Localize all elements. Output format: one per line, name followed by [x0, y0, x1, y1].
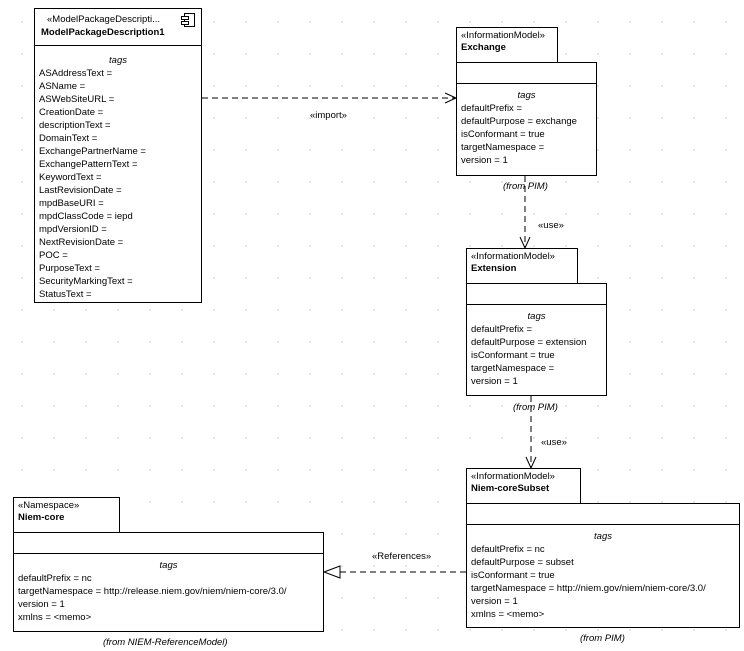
subset-tags: defaultPrefix = nc defaultPurpose = subs…: [467, 543, 739, 621]
tag-item: ASWebSiteURL =: [39, 94, 115, 105]
subset-package-body[interactable]: tags defaultPrefix = nc defaultPurpose =…: [466, 503, 740, 628]
tag-item: ExchangePartnerName =: [39, 146, 146, 157]
references-connector[interactable]: [322, 565, 466, 579]
namespace-header-compartment: [14, 533, 323, 554]
tag-item: targetNamespace =: [461, 142, 545, 153]
tag-item: isConformant = true: [461, 129, 545, 140]
tag-item: targetNamespace = http://release.niem.go…: [18, 586, 287, 597]
tag-item: defaultPrefix =: [471, 324, 532, 335]
subset-header-compartment: [467, 504, 739, 525]
tag-item: xmlns = <memo>: [471, 609, 545, 620]
component-header: «ModelPackageDescripti... ModelPackageDe…: [35, 9, 201, 46]
tag-item: defaultPurpose = subset: [471, 557, 574, 568]
tag-item: defaultPrefix = nc: [18, 573, 92, 584]
namespace-tags: defaultPrefix = nc targetNamespace = htt…: [14, 572, 323, 624]
tag-item: ASName =: [39, 81, 86, 92]
tag-item: descriptionText =: [39, 120, 111, 131]
use-label-2: «use»: [541, 437, 567, 448]
tag-item: defaultPrefix = nc: [471, 544, 545, 555]
subset-package-tab[interactable]: «InformationModel» Niem-coreSubset: [466, 468, 581, 504]
subset-name: Niem-coreSubset: [471, 483, 550, 494]
extension-tags: defaultPrefix = defaultPurpose = extensi…: [467, 323, 606, 388]
subset-tags-title: tags: [594, 531, 612, 542]
tag-item: defaultPurpose = extension: [471, 337, 587, 348]
component-name: ModelPackageDescription1: [41, 27, 165, 38]
extension-package-tab[interactable]: «InformationModel» Extension: [466, 248, 578, 284]
tag-item: SecurityMarkingText =: [39, 276, 133, 287]
tag-item: CreationDate =: [39, 107, 104, 118]
extension-package-body[interactable]: tags defaultPrefix = defaultPurpose = ex…: [466, 283, 607, 396]
exchange-header-compartment: [457, 63, 596, 84]
component-tags-title: tags: [109, 55, 127, 66]
subset-stereotype: «InformationModel»: [471, 471, 555, 482]
tag-item: mpdBaseURI =: [39, 198, 104, 209]
import-label: «import»: [310, 110, 347, 121]
namespace-stereotype: «Namespace»: [18, 500, 80, 511]
exchange-stereotype: «InformationModel»: [461, 30, 545, 41]
tag-item: version = 1: [471, 596, 518, 607]
tag-item: KeywordText =: [39, 172, 102, 183]
tag-item: PurposeText =: [39, 263, 100, 274]
component-icon: [181, 13, 195, 27]
tag-item: version = 1: [18, 599, 65, 610]
tag-item: ASAddressText =: [39, 68, 113, 79]
tag-item: version = 1: [461, 155, 508, 166]
tag-item: mpdVersionID =: [39, 224, 107, 235]
tag-item: isConformant = true: [471, 570, 555, 581]
exchange-tags-title: tags: [517, 90, 536, 101]
exchange-package-tab[interactable]: «InformationModel» Exchange: [456, 27, 558, 63]
extension-name: Extension: [471, 263, 517, 274]
extension-stereotype: «InformationModel»: [471, 251, 555, 262]
tag-item: LastRevisionDate =: [39, 185, 122, 196]
tag-item: defaultPurpose = exchange: [461, 116, 577, 127]
tag-item: targetNamespace = http://niem.gov/niem/n…: [471, 583, 706, 594]
import-connector[interactable]: [202, 92, 458, 104]
tag-item: xmlns = <memo>: [18, 612, 92, 623]
extension-tags-title: tags: [527, 311, 546, 322]
use-label-1: «use»: [538, 220, 564, 231]
component-tags: ASAddressText = ASName = ASWebSiteURL = …: [35, 67, 201, 301]
exchange-name: Exchange: [461, 42, 506, 53]
subset-from-label: (from PIM): [580, 633, 625, 644]
tag-item: targetNamespace =: [471, 363, 555, 374]
extension-header-compartment: [467, 284, 606, 305]
tag-item: StatusText =: [39, 289, 92, 300]
extension-from-label: (from PIM): [513, 402, 558, 413]
tag-item: isConformant = true: [471, 350, 555, 361]
exchange-from-label: (from PIM): [503, 181, 548, 192]
tag-item: ExchangePatternText =: [39, 159, 138, 170]
exchange-package-body[interactable]: tags defaultPrefix = defaultPurpose = ex…: [456, 62, 597, 176]
namespace-package-body[interactable]: tags defaultPrefix = nc targetNamespace …: [13, 532, 324, 632]
tag-item: mpdClassCode = iepd: [39, 211, 133, 222]
namespace-from-label: (from NIEM-ReferenceModel): [103, 637, 228, 648]
model-package-description-component[interactable]: «ModelPackageDescripti... ModelPackageDe…: [34, 8, 202, 303]
tag-item: POC =: [39, 250, 68, 261]
namespace-package-tab[interactable]: «Namespace» Niem-core: [13, 497, 120, 533]
tag-item: NextRevisionDate =: [39, 237, 124, 248]
namespace-tags-title: tags: [159, 560, 178, 571]
tag-item: version = 1: [471, 376, 518, 387]
references-label: «References»: [372, 551, 432, 562]
tag-item: DomainText =: [39, 133, 98, 144]
component-stereotype: «ModelPackageDescripti...: [47, 14, 160, 25]
exchange-tags: defaultPrefix = defaultPurpose = exchang…: [457, 102, 596, 167]
namespace-name: Niem-core: [18, 512, 65, 523]
tag-item: defaultPrefix =: [461, 103, 522, 114]
